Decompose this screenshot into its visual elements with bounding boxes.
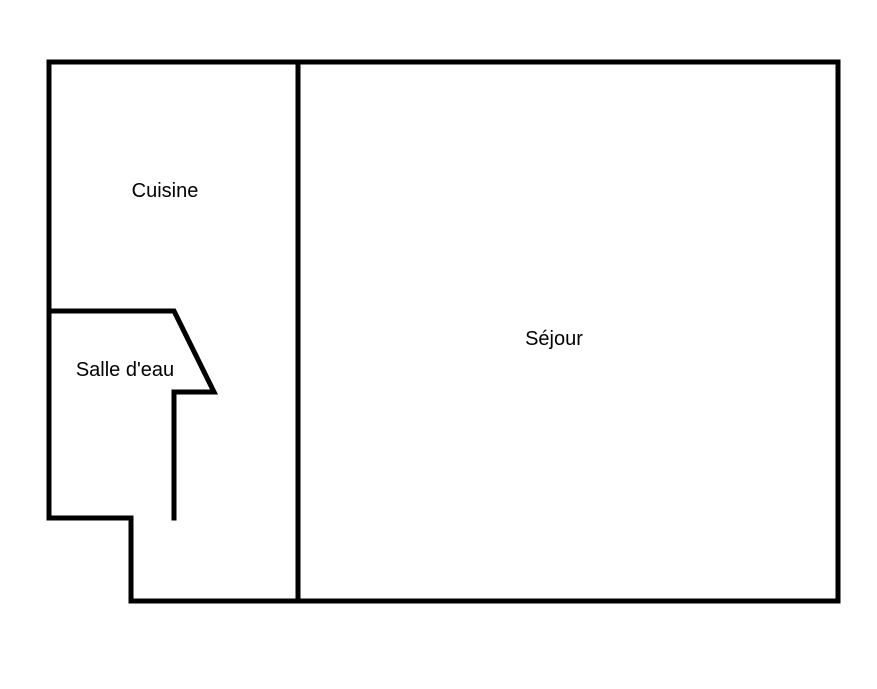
room-label-salle-deau: Salle d'eau <box>76 359 174 381</box>
room-label-cuisine: Cuisine <box>132 180 199 202</box>
room-label-sejour: Séjour <box>525 328 583 350</box>
salle-deau-wall <box>46 308 219 521</box>
outer-wall <box>46 59 841 604</box>
